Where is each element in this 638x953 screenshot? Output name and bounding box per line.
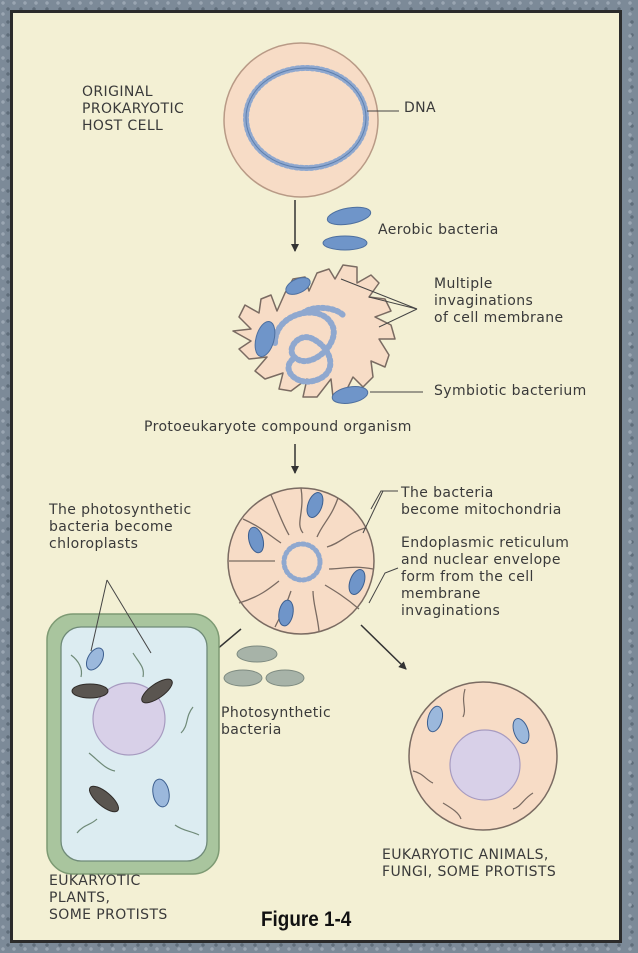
endosymbiosis-diagram (13, 13, 622, 943)
animal-cell (409, 682, 557, 830)
protoeukaryote-cell (233, 265, 395, 406)
arrow-to-animal (361, 625, 406, 669)
protoeukaryote-label: Protoeukaryote compound organism (144, 419, 412, 436)
original-host-label: ORIGINAL PROKARYOTIC HOST CELL (82, 84, 184, 135)
figure-caption: Figure 1-4 (261, 908, 351, 932)
figure-frame: ORIGINAL PROKARYOTIC HOST CELL DNA Aerob… (10, 10, 622, 943)
er-nuclear-envelope-label: Endoplasmic reticulum and nuclear envelo… (401, 535, 569, 620)
photosynthetic-bacteria-icons (224, 646, 304, 686)
animals-label: EUKARYOTIC ANIMALS, FUNGI, SOME PROTISTS (382, 847, 556, 881)
aerobic-bacteria-icons (323, 204, 372, 250)
compartmented-cell (228, 488, 374, 634)
photosynthetic-bacteria-label: Photosynthetic bacteria (221, 705, 331, 739)
symbiotic-bacterium-label: Symbiotic bacterium (434, 383, 587, 400)
plants-label: EUKARYOTIC PLANTS, SOME PROTISTS (49, 873, 168, 924)
chloroplasts-label: The photosynthetic bacteria become chlor… (49, 502, 192, 553)
plant-cell (47, 614, 219, 874)
dna-label: DNA (404, 100, 436, 117)
mitochondria-label: The bacteria become mitochondria (401, 485, 562, 519)
aerobic-bacteria-label: Aerobic bacteria (378, 222, 499, 239)
invaginations-label: Multiple invaginations of cell membrane (434, 276, 563, 327)
original-host-cell (224, 43, 378, 197)
